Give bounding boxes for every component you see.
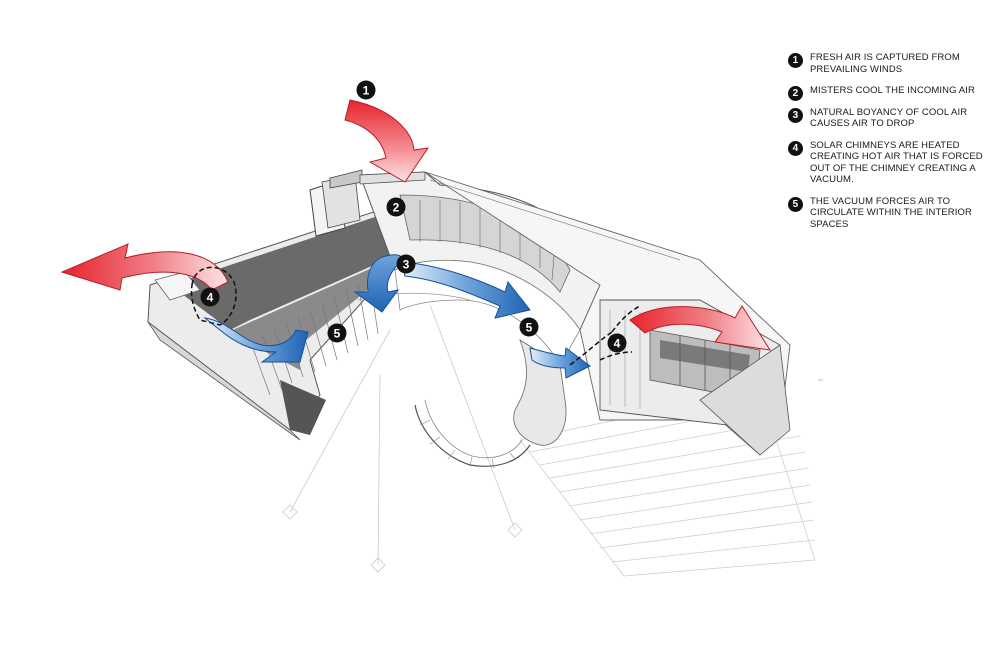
- legend-text: NATURAL BOYANCY OF COOL AIR CAUSES AIR T…: [810, 106, 968, 130]
- legend-text: FRESH AIR IS CAPTURED FROM PREVAILING WI…: [810, 52, 960, 75]
- marker-4-right: 4: [607, 333, 627, 353]
- legend-item: 4 SOLAR CHIMNEYS ARE HEATED CREATING HOT…: [788, 140, 988, 186]
- hot-air-arrow-left-exhaust: [60, 243, 229, 291]
- legend-number-badge: 4: [788, 140, 803, 156]
- marker-5-left: 5: [327, 323, 347, 343]
- solar-chimney-left-outline: [190, 266, 237, 326]
- left-wing: [147, 169, 401, 441]
- marker-3: 3: [396, 254, 416, 274]
- cool-air-arrow-left-interior: [203, 317, 309, 363]
- marker-5-right: 5: [519, 317, 539, 337]
- legend-item: 1 FRESH AIR IS CAPTURED FROM PREVAILING …: [788, 52, 988, 75]
- hot-air-arrow-intake: [344, 99, 430, 183]
- legend-number-badge: 5: [788, 196, 803, 212]
- svg-text:2: 2: [393, 201, 400, 215]
- legend: 1 FRESH AIR IS CAPTURED FROM PREVAILING …: [788, 52, 988, 240]
- svg-text:4: 4: [207, 291, 214, 305]
- legend-text: MISTERS COOL THE INCOMING AIR: [810, 85, 975, 96]
- cool-air-arrow-flow: [401, 261, 531, 319]
- svg-text:5: 5: [334, 327, 341, 341]
- legend-item: 2 MISTERS COOL THE INCOMING AIR: [788, 85, 988, 101]
- svg-text:5: 5: [526, 321, 533, 335]
- cool-air-arrow-drop: [353, 254, 404, 313]
- site-ground: [282, 304, 523, 573]
- legend-number-badge: 2: [788, 86, 803, 101]
- marker-2: 2: [386, 197, 406, 217]
- legend-text: THE VACUUM FORCES AIR TO CIRCULATE WITHI…: [810, 195, 972, 230]
- legend-number-badge: 1: [788, 53, 803, 68]
- svg-text:4: 4: [614, 337, 621, 351]
- svg-text:3: 3: [403, 258, 410, 272]
- legend-item: 3 NATURAL BOYANCY OF COOL AIR CAUSES AIR…: [788, 107, 988, 130]
- cool-air-arrow-right-interior: [529, 347, 591, 379]
- svg-text:1: 1: [363, 84, 370, 98]
- solar-chimney-right-outline: [569, 305, 641, 366]
- legend-number-badge: 3: [788, 107, 803, 123]
- hot-air-arrow-right-exhaust: [629, 305, 772, 351]
- marker-1: 1: [356, 80, 376, 100]
- legend-item: 5 THE VACUUM FORCES AIR TO CIRCULATE WIT…: [788, 196, 988, 231]
- marker-4-left: 4: [200, 287, 220, 307]
- legend-text: SOLAR CHIMNEYS ARE HEATED CREATING HOT A…: [810, 139, 983, 186]
